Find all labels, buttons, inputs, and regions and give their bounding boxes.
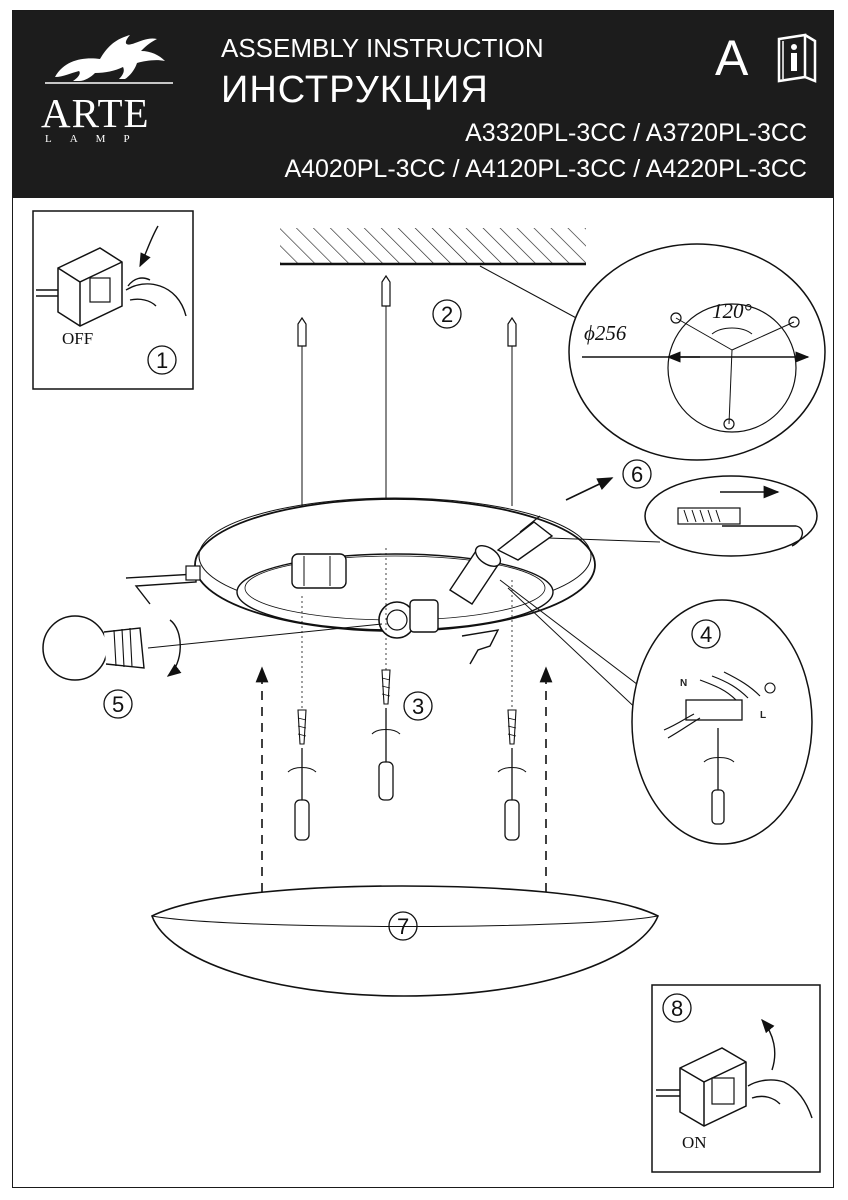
mounting-clip-icon bbox=[125, 565, 201, 605]
header-bar: ARTE LAMP ASSEMBLY INSTRUCTION ИНСТРУКЦИ… bbox=[13, 11, 833, 198]
dowel-icon bbox=[297, 316, 307, 506]
light-bulb-icon bbox=[42, 615, 383, 681]
mounting-clip-icon bbox=[461, 629, 500, 665]
hand-icon bbox=[125, 277, 187, 317]
lamp-socket-icon bbox=[378, 599, 439, 639]
step-6-number: 6 bbox=[631, 462, 643, 487]
title-ru: ИНСТРУКЦИЯ bbox=[221, 69, 489, 111]
screwdriver-icon bbox=[371, 708, 401, 801]
step-8-number: 8 bbox=[671, 996, 683, 1021]
curved-arrow-down-icon bbox=[139, 225, 159, 268]
screw-icon bbox=[381, 669, 391, 705]
lamp-socket-icon bbox=[291, 553, 347, 589]
rotate-arrow-icon bbox=[166, 619, 182, 677]
switch-off-label: OFF bbox=[62, 329, 93, 348]
ceiling bbox=[280, 228, 586, 266]
dowel-icon bbox=[381, 274, 391, 500]
brand-sub: LAMP bbox=[45, 133, 148, 145]
wiring-detail: 4 N L bbox=[499, 579, 813, 845]
language-letter: A bbox=[715, 30, 749, 86]
live-label: L bbox=[760, 710, 766, 721]
step1-switch-off-panel: OFF 1 bbox=[32, 210, 194, 390]
mounting-clip-icon bbox=[496, 515, 554, 561]
angle-label: 120° bbox=[712, 299, 753, 323]
wall-switch-icon bbox=[656, 1047, 747, 1127]
diameter-label: ϕ256 bbox=[584, 321, 627, 345]
models-line-1: A3320PL-3CC / A3720PL-3CC bbox=[465, 119, 807, 147]
griffin-logo-icon bbox=[45, 35, 173, 84]
wall-switch-icon bbox=[36, 247, 123, 327]
step-2-number: 2 bbox=[441, 302, 453, 327]
step-7-number: 7 bbox=[397, 914, 409, 939]
neutral-label: N bbox=[680, 678, 687, 689]
step-4-number: 4 bbox=[700, 622, 712, 647]
step8-switch-on-panel: 8 ON bbox=[651, 984, 821, 1173]
wall-dowels: 2 bbox=[297, 274, 517, 506]
lamp-socket-icon bbox=[449, 545, 502, 605]
title-en: ASSEMBLY INSTRUCTION bbox=[221, 33, 544, 63]
models-line-2: A4020PL-3CC / A4120PL-3CC / A4220PL-3CC bbox=[284, 155, 807, 183]
hand-icon bbox=[747, 1079, 813, 1119]
switch-on-label: ON bbox=[682, 1133, 707, 1152]
page-frame bbox=[12, 10, 834, 1188]
step-5-number: 5 bbox=[112, 692, 124, 717]
screw-icon bbox=[507, 709, 517, 745]
dowel-icon bbox=[507, 316, 517, 506]
info-book-icon bbox=[777, 33, 817, 83]
brand-name: ARTE bbox=[41, 90, 150, 136]
screws-assembly: 3 bbox=[287, 548, 527, 841]
step-1-number: 1 bbox=[156, 348, 168, 373]
curved-arrow-up-icon bbox=[761, 1018, 776, 1071]
drilling-template-detail: ϕ256 120° bbox=[479, 243, 826, 461]
screwdriver-icon bbox=[703, 728, 735, 825]
screwdriver-icon bbox=[497, 748, 527, 841]
screwdriver-icon bbox=[287, 748, 317, 841]
glass-shade: 7 bbox=[151, 885, 660, 997]
step-3-number: 3 bbox=[412, 694, 424, 719]
spring-clip-detail: 6 bbox=[547, 459, 818, 557]
screw-icon bbox=[297, 709, 307, 745]
